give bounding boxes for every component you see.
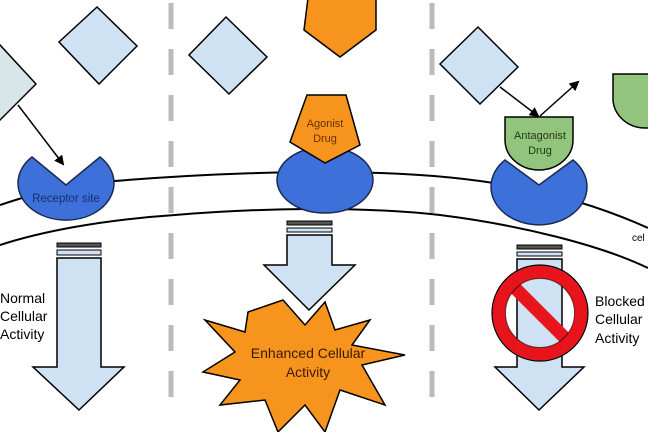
enhanced-activity-label: Activity — [286, 364, 330, 380]
antagonist-drug-free — [612, 73, 648, 129]
agonist-drug-bound: Agonist Drug — [289, 94, 361, 164]
binding-arrow — [499, 86, 540, 118]
enhanced-activity-label: Enhanced Cellular — [251, 345, 366, 361]
antagonist-drug-bound: Antagonist Drug — [504, 116, 574, 171]
molecule-diamond — [57, 5, 139, 86]
binding-arrow — [17, 104, 65, 166]
normal-activity-label: Normal — [0, 290, 45, 306]
displacement-arrow — [539, 80, 580, 117]
agonist-label: Drug — [313, 133, 337, 145]
antagonist-label: Antagonist — [514, 130, 566, 142]
normal-activity-label: Activity — [0, 326, 44, 342]
blocked-activity-label: Cellular — [595, 311, 643, 327]
membrane-label: cel — [632, 233, 645, 244]
normal-activity-label: Cellular — [0, 308, 48, 324]
blocked-activity-label: Blocked — [595, 293, 645, 309]
molecule-diamond — [187, 15, 269, 96]
agonist-drug-free — [303, 0, 377, 58]
receptor-label: Receptor site — [32, 193, 100, 205]
enhanced-activity-starburst — [201, 299, 406, 432]
blocked-activity-label: Activity — [595, 330, 639, 346]
prohibition-icon — [491, 264, 589, 362]
receptor-site: Receptor site — [17, 156, 115, 221]
molecule-diamond — [0, 43, 38, 122]
antagonist-label: Drug — [528, 145, 552, 157]
receptor-site — [490, 159, 588, 226]
signal-arrow-agonist — [262, 220, 357, 312]
signal-arrow-normal — [31, 242, 126, 412]
agonist-label: Agonist — [307, 118, 344, 130]
molecule-diamond — [438, 25, 520, 106]
